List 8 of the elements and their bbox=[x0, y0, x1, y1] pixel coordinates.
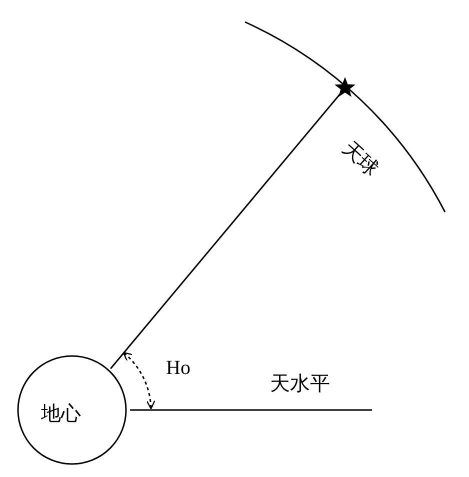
label-text: 天球 bbox=[338, 138, 382, 180]
label-text: Ho bbox=[166, 358, 190, 378]
edge-label: 天水平 bbox=[270, 374, 330, 394]
star-icon bbox=[334, 77, 356, 99]
earth-circle bbox=[17, 355, 127, 465]
line-of-sight bbox=[110, 92, 342, 370]
horizon-line bbox=[130, 409, 372, 411]
node-label: 地心 bbox=[41, 404, 81, 424]
